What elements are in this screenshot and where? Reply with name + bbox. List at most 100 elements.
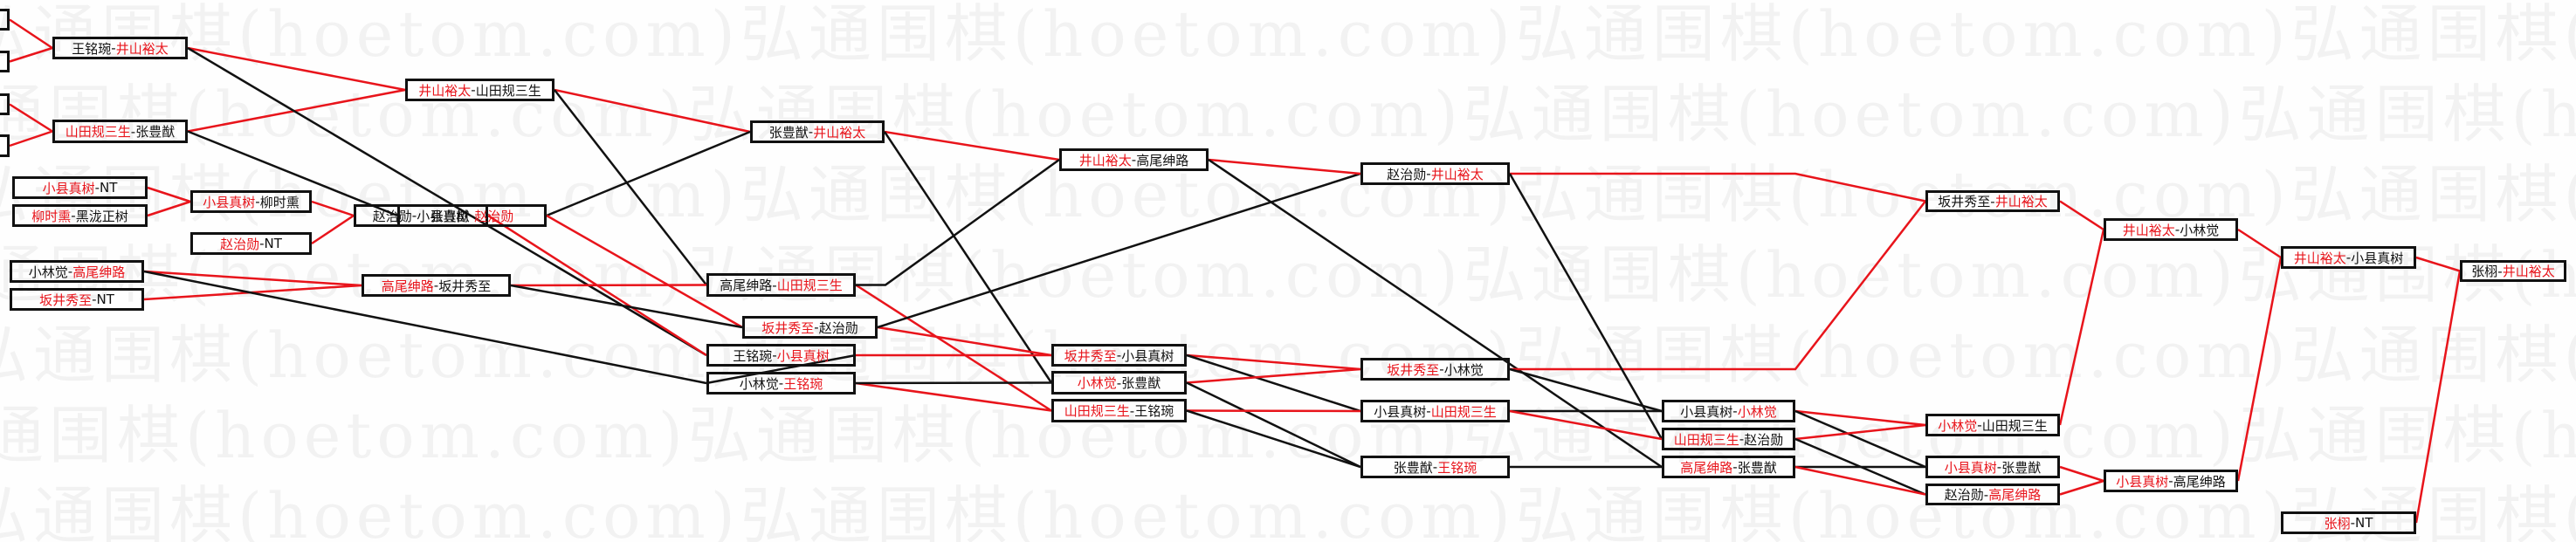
match-box: 坂井秀至-NT: [10, 288, 144, 311]
player-two: 井山裕太: [115, 40, 169, 57]
winner-connector: [1509, 409, 1663, 441]
winner-connector: [510, 284, 707, 287]
player-one: 小县真树: [1680, 403, 1733, 420]
player-one: 高尾绅路: [381, 278, 434, 294]
match-box: 小县真树-高尾绅路: [2104, 470, 2238, 492]
separator: -: [94, 180, 100, 196]
player-two: 小林觉: [1443, 361, 1484, 378]
match-box: 井山裕太-高尾绅路: [1059, 148, 1209, 171]
separator: -: [67, 264, 73, 279]
match-box: 高尾绅路-张豊猷: [1662, 456, 1795, 478]
winner-connector: [311, 200, 355, 217]
player-one: 张栩: [2471, 264, 2498, 279]
winner-connector: [9, 46, 53, 63]
player-two: 山田规三生: [1981, 417, 2048, 434]
winner-connector: [9, 130, 53, 148]
player-two: 高尾绅路: [72, 264, 126, 280]
winner-connector: [2414, 271, 2462, 524]
loser-connector: [187, 130, 398, 217]
separator: -: [772, 277, 777, 293]
separator: -: [1131, 152, 1137, 168]
loser-connector: [855, 381, 1052, 385]
separator: -: [1439, 361, 1444, 377]
winner-connector: [2415, 256, 2461, 272]
match-box: 坂井秀至-赵治勋: [742, 316, 878, 339]
match-box: 高尾绅路-坂井秀至: [362, 274, 511, 297]
player-two: 小县真树: [417, 208, 470, 224]
separator: -: [1432, 459, 1438, 475]
player-two: 小县真树: [1121, 347, 1174, 364]
player-one: 坂井秀至: [1938, 194, 1991, 209]
loser-connector: [554, 89, 707, 286]
player-two: 黑泷正树: [75, 208, 128, 224]
player-one: 坂井秀至: [1064, 347, 1117, 364]
player-one: 张豊猷: [1393, 459, 1433, 476]
player-one: 小林觉: [1077, 375, 1117, 391]
separator: -: [2497, 263, 2503, 279]
winner-connector: [2059, 200, 2104, 231]
loser-connector: [510, 284, 743, 329]
loser-connector: [706, 353, 857, 385]
separator: -: [71, 208, 76, 223]
match-box: 张栩-NT: [2281, 511, 2416, 534]
player-one: 坂井秀至: [761, 319, 815, 336]
winner-connector: [546, 214, 743, 329]
player-two: 柳时熏: [259, 194, 300, 210]
player-two: 王铭琬: [1437, 459, 1477, 476]
player-two: 小县真树: [776, 347, 830, 364]
player-one: 小县真树: [2116, 473, 2169, 490]
bracket-stub-box: [0, 9, 10, 31]
winner-connector: [1208, 158, 1361, 175]
match-box: 小林觉-张豊猷: [1051, 371, 1187, 394]
match-box: 张豊猷-王铭琬: [1360, 456, 1510, 478]
match-box: 坂井秀至-小林觉: [1360, 358, 1510, 381]
player-two: 张豊猷: [1121, 375, 1161, 391]
separator: -: [469, 208, 475, 223]
player-two: 山田规三生: [475, 82, 541, 99]
match-box: 张豊猷-井山裕太: [750, 120, 885, 143]
winner-connector: [877, 326, 1052, 357]
loser-connector: [1794, 409, 1926, 469]
match-box: 山田规三生-王铭琬: [1051, 399, 1187, 422]
match-box: 小县真树-山田规三生: [1360, 400, 1510, 422]
player-one: 小林觉: [28, 264, 68, 280]
match-box: 小县真树-NT: [12, 176, 148, 199]
winner-connector: [1510, 172, 1926, 202]
winner-connector: [554, 88, 751, 134]
match-box: 小县真树-小林觉: [1662, 400, 1795, 422]
winner-connector: [9, 18, 53, 50]
separator: -: [433, 278, 439, 293]
player-one: 王铭琬: [72, 40, 112, 57]
winner-connector: [311, 214, 355, 245]
bracket-stub-box: [0, 51, 10, 72]
loser-connector: [1186, 381, 1361, 469]
separator: -: [2168, 473, 2173, 489]
player-one: 井山裕太: [2122, 222, 2175, 238]
loser-connector: [883, 131, 1053, 384]
winner-connector: [1186, 409, 1361, 413]
loser-connector: [1186, 353, 1361, 413]
winner-connector: [1794, 423, 1926, 441]
separator: -: [1426, 403, 1431, 419]
separator: -: [1990, 193, 1995, 209]
player-two: 山田规三生: [1430, 403, 1497, 420]
bracket-stub-box: [0, 93, 10, 115]
winner-connector: [9, 103, 53, 133]
separator: -: [814, 319, 819, 335]
match-box: 山田规三生-赵治勋: [1662, 428, 1795, 450]
player-two: 坂井秀至: [438, 278, 492, 294]
winner-connector: [187, 88, 406, 133]
player-two: 王铭琬: [783, 375, 823, 392]
player-two: 井山裕太: [1994, 194, 2048, 209]
player-two: NT: [264, 236, 282, 251]
player-two: 赵治勋: [818, 319, 858, 336]
player-two: 张豊猷: [1737, 459, 1777, 476]
match-box: 赵治勋-高尾绅路: [1925, 484, 2060, 505]
match-box: 高尾绅路-山田规三生: [706, 273, 856, 297]
match-box: 小林觉-山田规三生: [1925, 414, 2060, 436]
winner-connector: [2059, 479, 2104, 496]
match-box: 井山裕太-小县真树: [2281, 246, 2416, 269]
winner-connector: [1186, 353, 1361, 371]
